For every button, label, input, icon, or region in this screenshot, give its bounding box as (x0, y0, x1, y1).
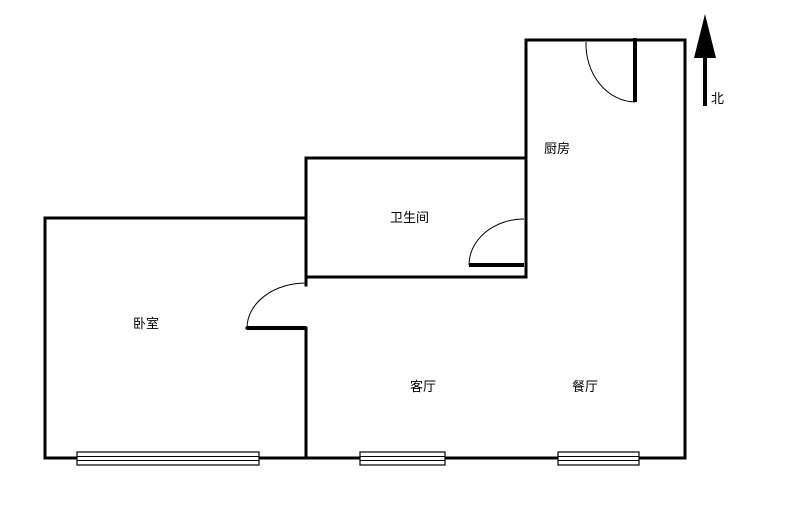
walls (43, 38, 687, 460)
dining-window-frame (557, 451, 640, 466)
bedroom-outer-wall (43, 216, 308, 460)
room-label-kitchen: 厨房 (544, 141, 570, 157)
living-window-frame (359, 451, 446, 466)
room-label-living-room: 客厅 (410, 379, 436, 395)
bathroom-door (468, 218, 525, 267)
entrance-door (585, 38, 637, 103)
bedroom-window (76, 451, 260, 466)
compass-label: 北 (711, 92, 724, 107)
entrance-door-swing (585, 41, 636, 103)
room-label-dining-room: 餐厅 (572, 379, 598, 395)
dining-window (557, 451, 640, 466)
kitchen-top-wall (524, 38, 687, 460)
room-label-bedroom: 卧室 (133, 316, 159, 332)
north-arrow-icon (694, 14, 716, 106)
bedroom-window-frame (76, 451, 260, 466)
bedroom-door-swing (246, 282, 307, 329)
living-window (359, 451, 446, 466)
room-label-bathroom: 卫生间 (390, 211, 429, 226)
north-arrow-head (694, 14, 716, 58)
bathroom-door-swing (468, 218, 525, 266)
bedroom-door (246, 282, 307, 330)
